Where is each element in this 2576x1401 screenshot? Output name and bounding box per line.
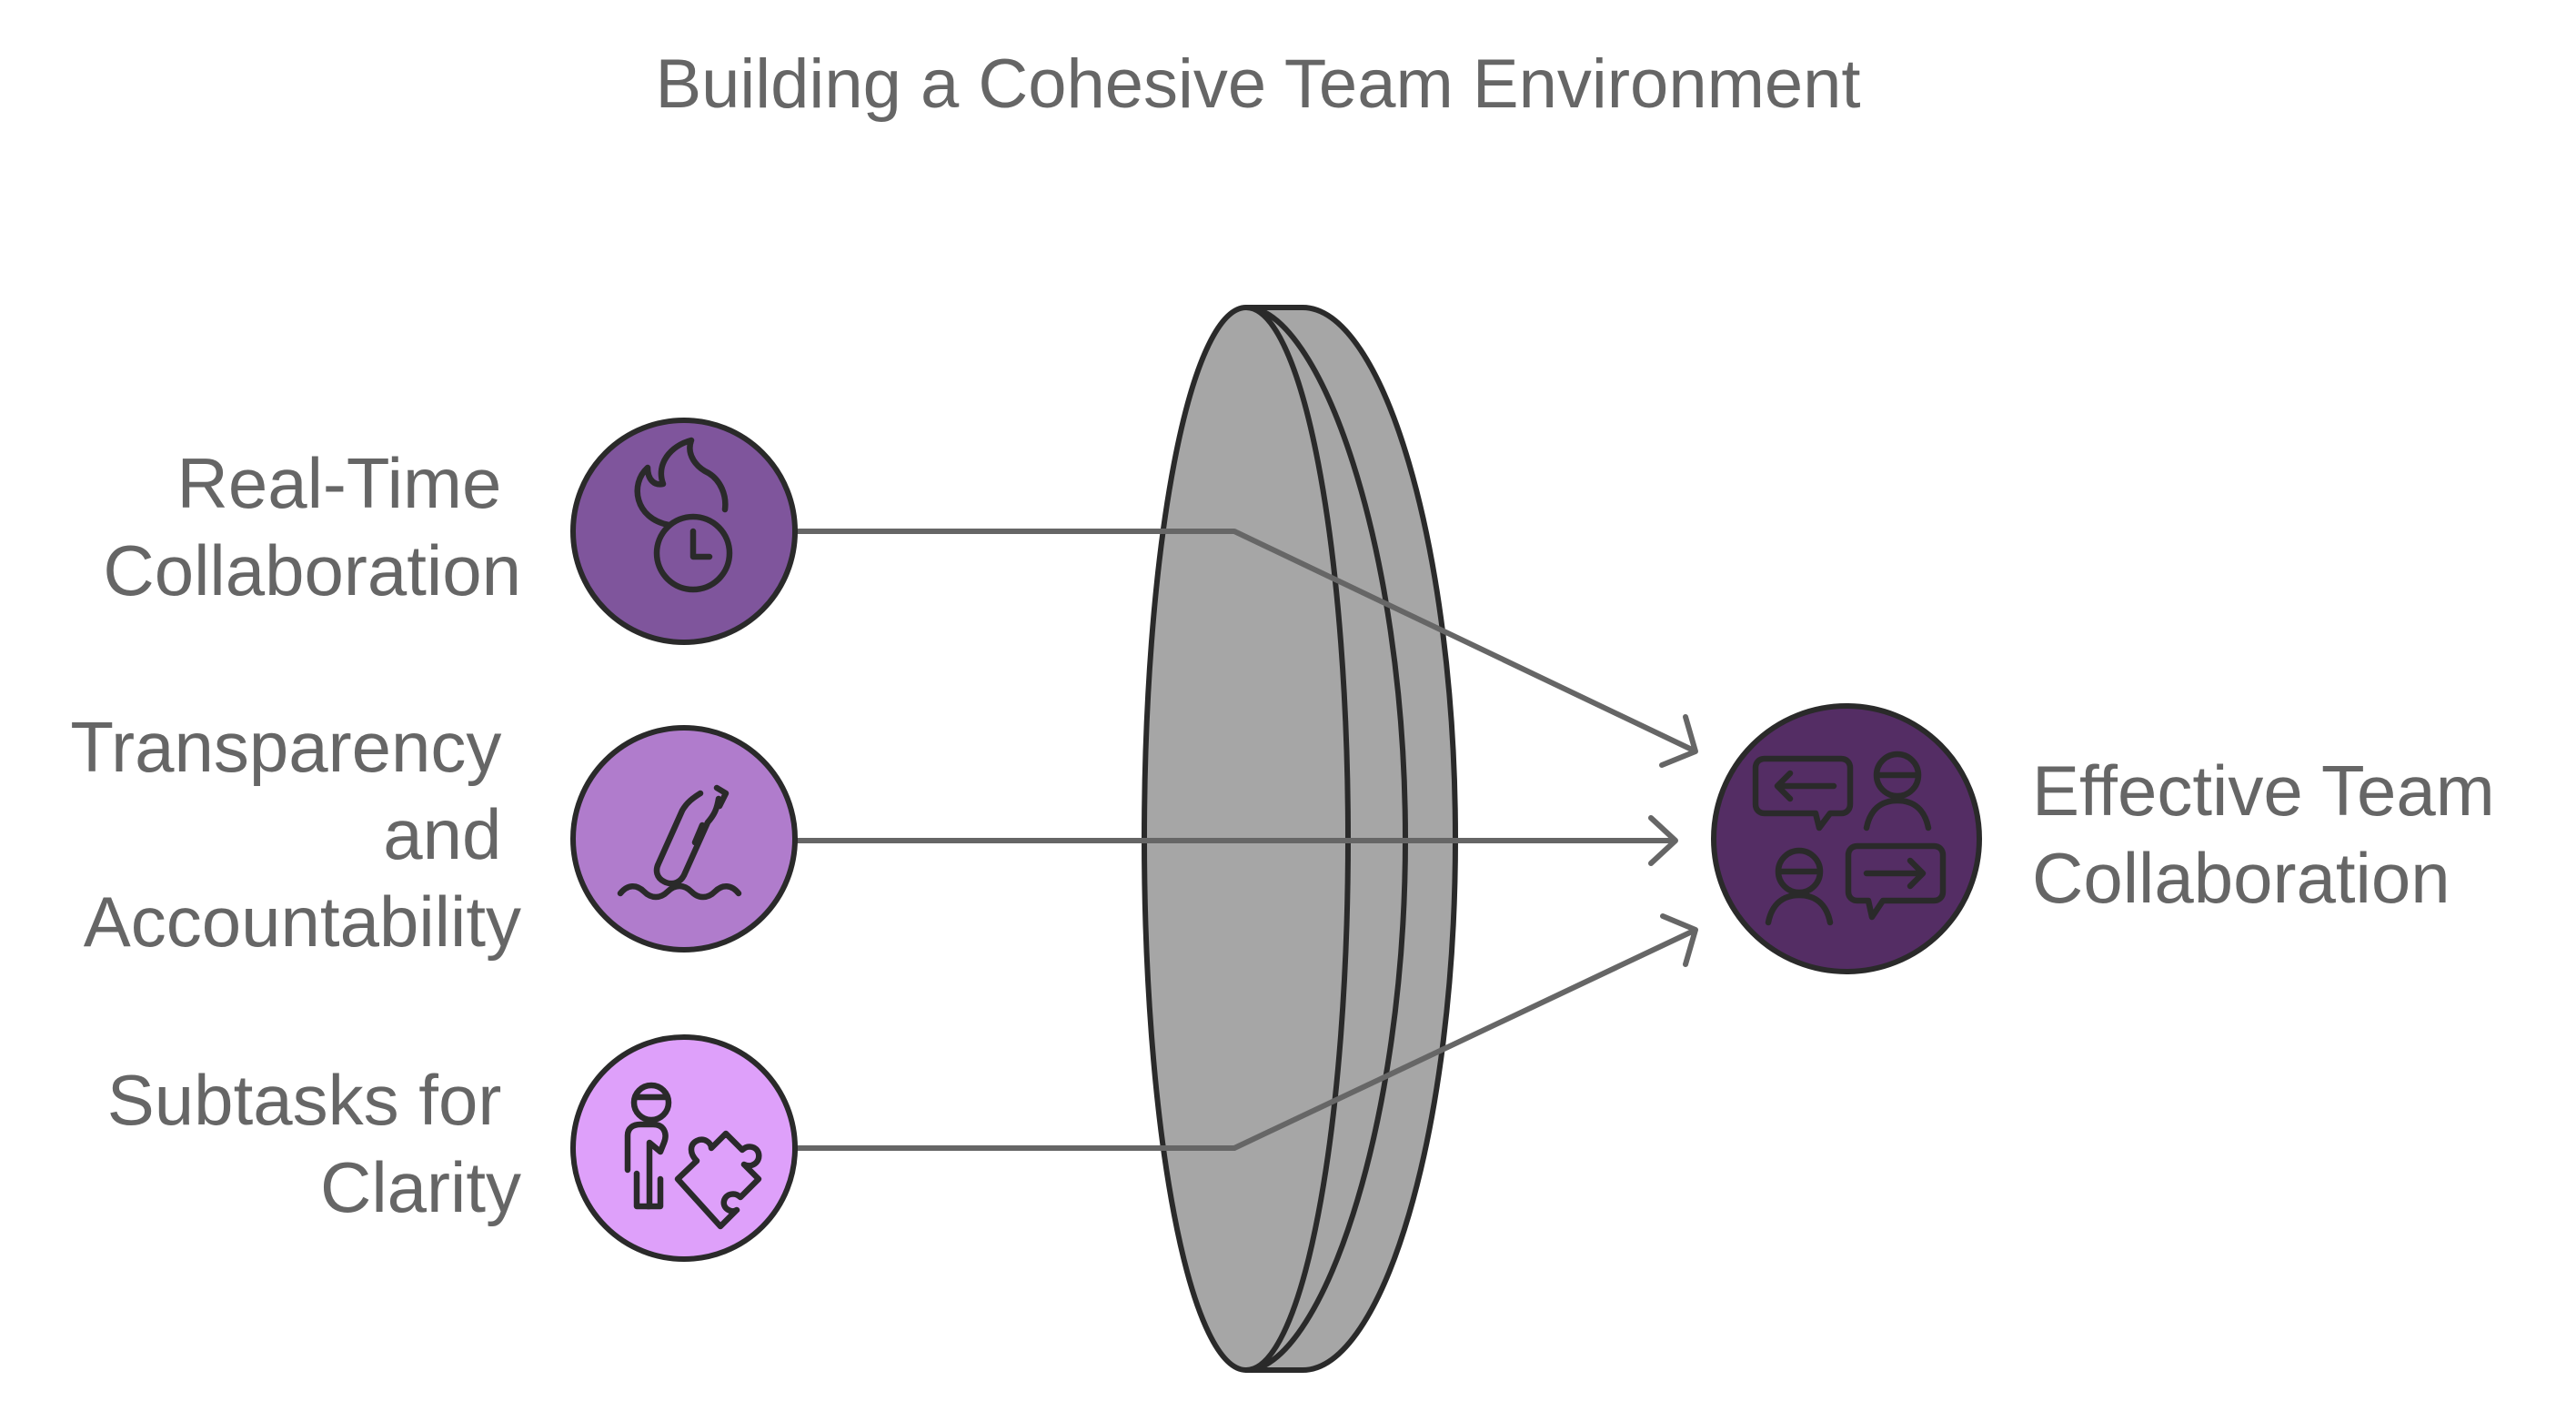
label-line: Accountability (84, 882, 521, 962)
input-circle (570, 418, 798, 645)
input-node-transparency-accountability (570, 725, 798, 952)
connector-arrowhead-2 (1648, 815, 1678, 866)
input-label-transparency-accountability: Transparency and Accountability (70, 707, 521, 962)
input-node-real-time-collaboration (570, 418, 798, 645)
fire-clock-icon (634, 437, 733, 593)
input-node-subtasks-for-clarity (570, 1034, 798, 1262)
connector-arrowhead-3 (1660, 913, 1698, 967)
input-label-subtasks-for-clarity: Subtasks for Clarity (107, 1060, 521, 1227)
person-puzzle-icon (624, 1082, 762, 1230)
label-line: Subtasks for (107, 1060, 502, 1140)
input-circle (570, 1034, 798, 1262)
label-line: Effective Team (2032, 751, 2495, 831)
connector-arrowhead-1 (1659, 714, 1698, 768)
message-bottle-icon (617, 784, 742, 901)
diagram-title: Building a Cohesive Team Environment (655, 45, 1860, 123)
output-label-effective-team-collaboration: Effective Team Collaboration (2032, 751, 2514, 918)
output-circle (1711, 703, 1982, 974)
output-node-effective-team-collaboration (1711, 703, 1982, 974)
input-label-real-time-collaboration: Real-Time Collaboration (103, 443, 521, 610)
connector-line-3 (791, 930, 1693, 1151)
label-line: and (383, 794, 501, 874)
label-line: Clarity (320, 1147, 521, 1227)
label-line: Real-Time (177, 443, 502, 523)
input-circle (570, 725, 798, 952)
connector-line-1 (791, 529, 1693, 751)
connectors (791, 529, 1698, 1151)
label-line: Collaboration (103, 530, 521, 610)
label-line: Collaboration (2032, 838, 2450, 918)
conversation-people-icon (1752, 751, 1947, 926)
label-line: Transparency (70, 707, 501, 787)
